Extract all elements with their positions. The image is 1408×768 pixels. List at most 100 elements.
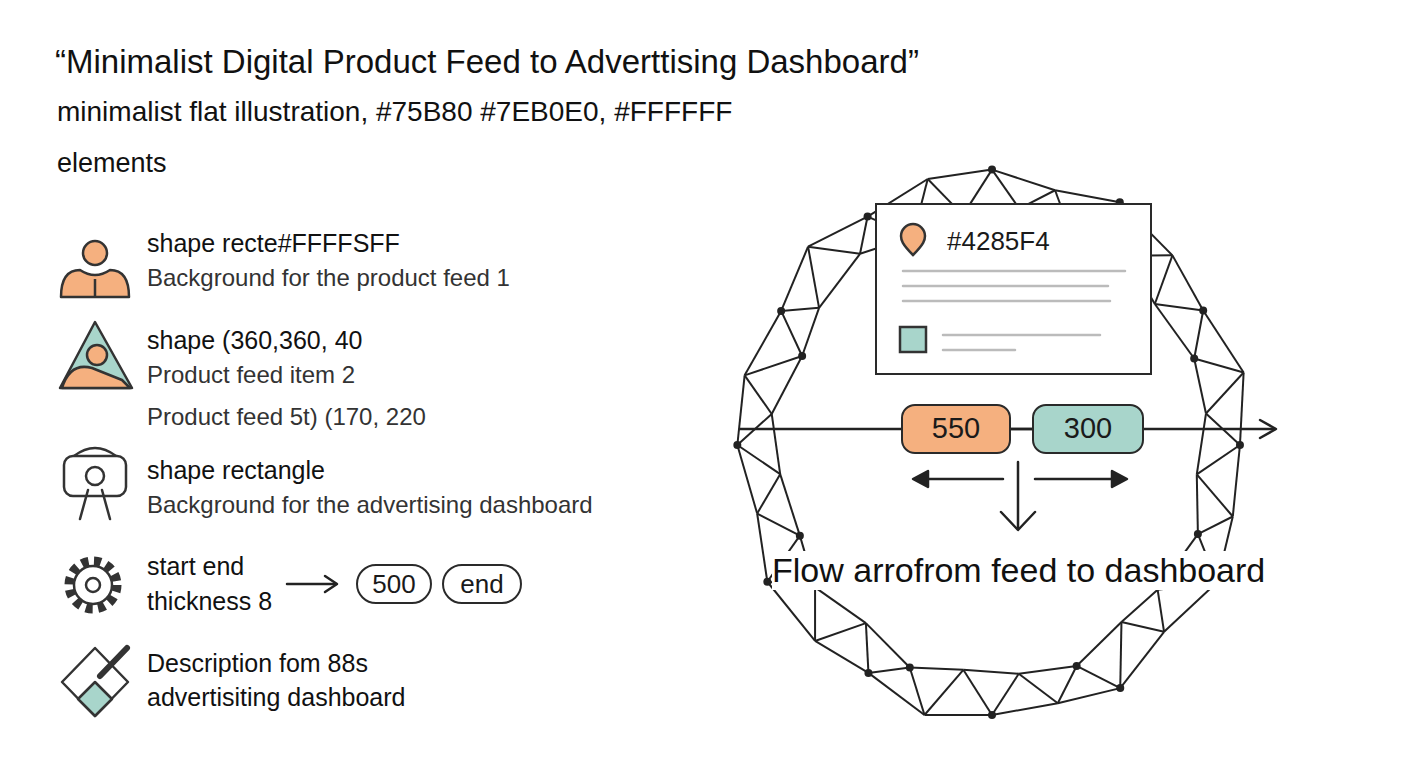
triangle-figure [62,367,130,388]
mesh-edge [1172,255,1203,310]
mesh-edge [1155,255,1173,304]
mesh-edge [928,170,992,179]
mesh-edge [1120,632,1164,688]
mesh-edge [780,474,800,535]
mesh-edge [745,356,802,375]
mesh-edge [737,414,771,445]
element-label: Background for the product feed 1 [147,264,510,292]
element-label: shape recte#FFFFSFF [147,229,400,258]
mesh-edge [925,670,964,715]
mesh-edge [815,623,866,641]
mesh-vertex [733,441,741,449]
camera-top [74,448,116,456]
down-arrow-line [1017,462,1020,528]
value-pill: 550 [901,404,1011,454]
person-divider [94,279,97,297]
mesh-edge [745,311,782,375]
mesh-edge [781,311,802,356]
mesh-vertex [988,166,996,174]
element-label: shape rectangle [147,456,325,485]
mesh-edge [1121,590,1157,622]
mesh-edge [802,308,819,356]
mesh-edge [1058,666,1077,703]
mesh-edge [1233,445,1240,517]
mesh-edge [737,445,780,474]
right-arrow-head [1112,471,1127,487]
mesh-edge [910,668,964,670]
mesh-edge [1206,373,1244,414]
mesh-edge [1055,190,1120,202]
mesh-edge [819,254,860,308]
mesh-edge [781,308,819,311]
camera-legs [80,490,110,519]
mesh-vertex [1199,306,1207,314]
mesh-edge [757,474,780,513]
mesh-edge [910,668,925,715]
element-label: elements [57,148,167,179]
start-arrow-head [325,576,337,592]
camera-body [64,456,126,496]
element-label: minimalist flat illustration, #75B80 #7E… [57,96,732,128]
flow-caption: Flow arrofrom feed to dashboard [772,551,1265,590]
mesh-edge [814,587,816,641]
mesh-edge [868,668,909,673]
mesh-vertex [777,307,785,315]
mesh-vertex [796,532,804,540]
triangle-shape [60,322,132,388]
mesh-edge [1155,304,1194,359]
mesh-edge [1194,359,1206,414]
mesh-edge [1198,517,1233,535]
camera-lens [86,467,104,485]
mesh-vertex [1194,530,1202,538]
mesh-vertex [1116,684,1124,692]
diagram-title: “Minimalist Digital Product Feed to Adve… [55,43,919,81]
mesh-edge [808,247,819,308]
person-body [61,270,129,297]
element-label: start end [147,552,244,581]
mesh-edge [772,414,780,474]
mesh-edge [1203,310,1243,372]
mesh-edge [737,375,744,445]
element-label: thickness 8 [147,587,272,616]
mesh-edge [1194,359,1243,373]
mesh-vertex [1236,441,1244,449]
diamond-fill [78,682,112,716]
mesh-edge [992,170,1055,191]
start-arrow-line [287,583,336,586]
gear-hub [86,578,100,592]
mesh-edge [772,356,802,414]
mesh-edge [1058,688,1120,703]
polygon-mesh-ring [733,166,1244,719]
gear-teeth [69,561,117,609]
mesh-edge [737,445,757,514]
node-label: 500 [372,570,415,599]
mesh-vertex [906,664,914,672]
mesh-edge [767,582,815,641]
mesh-edge [1197,414,1206,475]
mesh-edge [1197,474,1198,534]
mesh-edge [1197,474,1233,516]
element-label: Product feed item 2 [147,361,355,389]
diamond-shape [62,648,128,716]
mesh-edge [757,514,800,536]
mesh-edge [1158,590,1164,632]
triangle-icon [60,322,132,388]
mesh-edge [1194,310,1203,358]
triangle-dot [87,345,107,365]
mesh-edge [925,714,992,716]
mesh-edge [1120,622,1121,688]
value-pill: end [442,564,522,604]
value-pill: 500 [356,564,432,604]
connector-line [1011,428,1032,431]
mesh-edge [808,217,868,247]
right-arrow-line [1035,478,1118,481]
node-label: end [460,570,503,599]
mesh-edge [781,247,808,311]
element-label: Product feed 5t) (170, 220 [147,403,426,431]
mesh-vertex [864,213,872,221]
mesh-edge [1077,622,1122,666]
mesh-edge [866,623,869,673]
mesh-edge [1155,304,1203,310]
mesh-edge [963,670,992,715]
